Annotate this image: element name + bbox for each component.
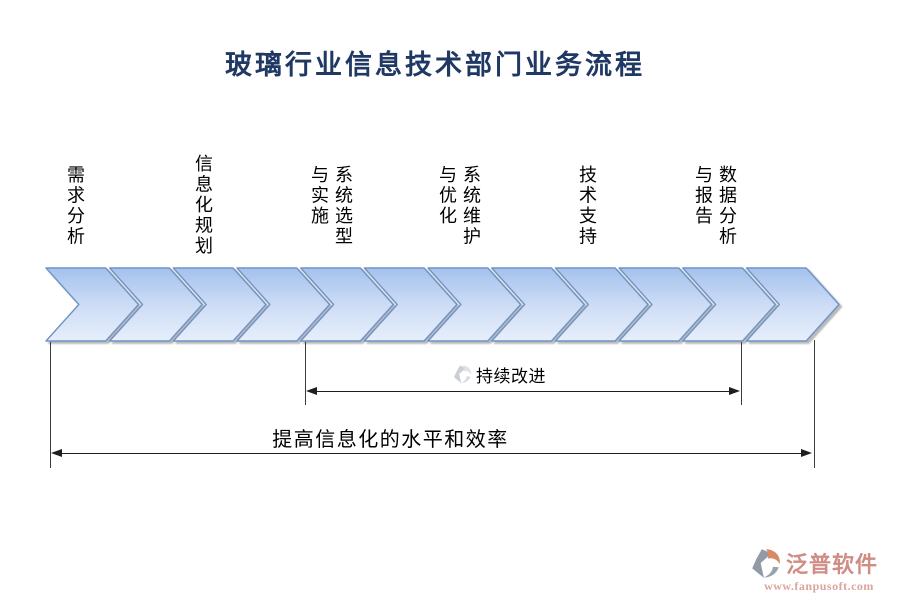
- stage-label-2: 信息化规划: [158, 148, 248, 263]
- continuous-improvement-label: 持续改进: [452, 361, 546, 387]
- stage-label-6: 数据分析与报告: [670, 148, 760, 263]
- fanpu-logo-icon: [752, 549, 780, 578]
- continuous-improvement-text: 持续改进: [476, 366, 546, 386]
- chevron-group: [45, 267, 840, 342]
- brand-name: 泛普软件: [786, 552, 879, 577]
- process-chevron: [300, 267, 394, 342]
- stage-label-columns: 信息化规划: [192, 154, 214, 257]
- stage-label-column: 技术支持: [577, 164, 597, 247]
- stage-label-3: 系统选型与实施: [286, 148, 376, 263]
- continuous-improvement-arrow: [306, 387, 740, 396]
- process-chevron: [682, 267, 777, 342]
- extension-line-ci-right: [741, 342, 742, 405]
- stage-label-column: 数据分析: [717, 164, 737, 247]
- process-chevron: [618, 267, 713, 342]
- brand-top-row: 泛普软件: [748, 546, 890, 580]
- stage-label-columns: 系统选型与实施: [308, 165, 354, 247]
- extension-line-far-left: [50, 342, 51, 468]
- overall-goal-label: 提高信息化的水平和效率: [272, 429, 509, 451]
- extension-line-ci-left: [305, 342, 306, 405]
- arrow-head-right-icon: [801, 449, 812, 457]
- process-chevron: [427, 267, 522, 342]
- stage-label-column: 系统维护: [461, 164, 481, 247]
- arrow-shaft: [312, 391, 734, 392]
- process-chevron: [108, 267, 203, 342]
- process-chevron: [554, 267, 649, 342]
- arrow-head-right-icon: [729, 387, 740, 395]
- stage-label-4: 系统维护与优化: [414, 148, 504, 263]
- arrow-head-left-icon: [306, 387, 317, 395]
- process-chevron: [745, 267, 840, 342]
- brand-url: www.fanpusoft.com: [764, 579, 874, 593]
- stage-label-columns: 数据分析与报告: [692, 165, 738, 247]
- process-chevron: [491, 267, 585, 342]
- page-title: 玻璃行业信息技术部门业务流程: [225, 50, 645, 80]
- stage-label-column: 与实施: [309, 164, 329, 227]
- stage-label-columns: 系统维护与优化: [436, 165, 482, 247]
- stage-label-column: 需求分析: [65, 164, 85, 247]
- stage-label-column: 与优化: [437, 164, 457, 227]
- overall-goal-arrow: [51, 449, 812, 458]
- brand-block: 泛普软件 www.fanpusoft.com: [748, 546, 890, 594]
- stage-label-1: 需求分析: [30, 148, 120, 263]
- process-chevron: [45, 267, 140, 342]
- stage-labels-row: 需求分析 信息化规划 系统选型与实施 系统维护与优化 技术支持 数据分析与报告: [30, 148, 760, 263]
- arrow-shaft: [57, 453, 806, 454]
- process-chevron-band: [45, 267, 840, 342]
- process-chevron: [172, 267, 267, 342]
- extension-line-far-right: [814, 340, 815, 468]
- stage-label-column: 与报告: [693, 164, 713, 227]
- stage-label-5: 技术支持: [542, 148, 632, 263]
- fanpu-watermark-icon: [453, 365, 472, 384]
- stage-label-column: 信息化规划: [193, 154, 213, 257]
- process-chevron: [363, 267, 458, 342]
- stage-label-columns: 技术支持: [576, 165, 598, 247]
- arrow-head-left-icon: [51, 449, 62, 457]
- stage-label-columns: 需求分析: [64, 165, 86, 247]
- stage-label-column: 系统选型: [333, 164, 353, 247]
- process-chevron: [236, 267, 331, 342]
